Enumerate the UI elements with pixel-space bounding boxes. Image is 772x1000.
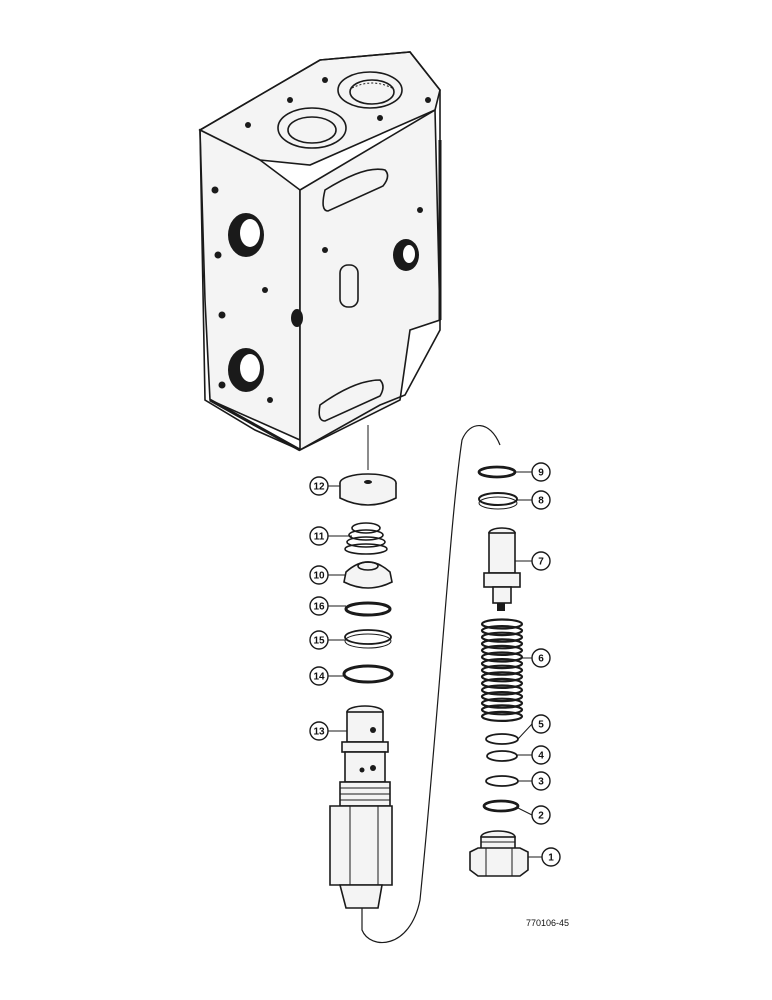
callout-number: 6	[538, 654, 544, 665]
callout-11: 11	[309, 526, 352, 546]
callout-circle	[309, 476, 329, 496]
callout-circle	[531, 805, 551, 825]
spring-coil	[480, 671, 524, 683]
callout-number: 9	[538, 468, 544, 479]
part-valve-sleeve	[329, 705, 393, 909]
spring-coil	[480, 657, 524, 670]
part-poppet	[343, 561, 393, 589]
spring-coil	[480, 618, 524, 630]
spring-coil	[480, 690, 524, 703]
callout-circle	[531, 551, 551, 571]
callout-3: 3	[518, 771, 551, 791]
callout-14: 14	[309, 666, 344, 686]
callout-number: 12	[313, 482, 325, 493]
callout-number: 13	[313, 727, 325, 738]
spring-coil	[480, 624, 524, 637]
callout-number: 1	[548, 853, 554, 864]
part-shim-upper	[485, 733, 519, 745]
callout-number: 8	[538, 496, 544, 507]
valve-section-housing	[198, 51, 442, 452]
spring-coil	[480, 631, 524, 643]
callout-circle	[531, 771, 551, 791]
callout-leader	[517, 807, 533, 816]
callout-circle	[531, 745, 551, 765]
spring-coil	[480, 704, 524, 716]
part-backup-ring	[344, 629, 392, 649]
callout-circle	[541, 847, 561, 867]
spring-coil	[480, 684, 524, 696]
part-shim-middle	[486, 750, 518, 762]
callout-leader	[517, 723, 533, 740]
callout-circle	[309, 565, 329, 585]
spring-coil	[480, 664, 524, 676]
callout-number: 14	[313, 672, 325, 683]
part-small-spring	[344, 522, 388, 555]
callout-circle	[309, 666, 329, 686]
callout-10: 10	[309, 565, 346, 585]
callout-15: 15	[309, 630, 345, 650]
callout-6: 6	[522, 648, 551, 668]
callout-number: 7	[538, 557, 544, 568]
callout-13: 13	[309, 721, 347, 741]
spring-coil	[480, 710, 524, 723]
spring-coil	[480, 677, 524, 690]
part-o-ring-upper	[344, 601, 392, 617]
part-o-ring-top-right	[477, 465, 517, 479]
part-o-ring-lower	[342, 664, 394, 684]
drawing-reference-number: 770106-45	[526, 918, 569, 928]
spring-coil	[480, 644, 524, 657]
part-cap	[339, 473, 397, 506]
callout-1: 1	[528, 847, 561, 867]
callout-number: 5	[538, 720, 544, 731]
callout-circle	[531, 462, 551, 482]
part-o-ring-bottom-right	[482, 799, 520, 813]
part-large-spring	[480, 618, 524, 723]
spring-coil	[480, 697, 524, 709]
callout-circle	[531, 490, 551, 510]
part-shim-lower	[485, 775, 519, 787]
callout-circle	[531, 714, 551, 734]
callout-number: 11	[314, 532, 325, 543]
spring-coil	[480, 651, 524, 663]
part-plunger	[483, 527, 521, 611]
callout-9: 9	[515, 462, 551, 482]
callout-2: 2	[517, 805, 551, 825]
callout-7: 7	[515, 551, 551, 571]
part-backup-ring-right	[478, 492, 518, 510]
callout-number: 16	[313, 602, 325, 613]
assembly-path-line	[361, 425, 501, 944]
callout-circle	[531, 648, 551, 668]
callout-16: 16	[309, 596, 346, 616]
callout-number: 10	[313, 571, 325, 582]
callout-circle	[309, 630, 329, 650]
spring-coil	[480, 638, 524, 650]
part-plug	[469, 830, 529, 877]
callout-5: 5	[517, 714, 551, 740]
callout-number: 2	[538, 811, 544, 822]
callout-4: 4	[517, 745, 551, 765]
callout-number: 3	[538, 777, 544, 788]
callout-number: 4	[538, 751, 544, 762]
callout-circle	[309, 721, 329, 741]
callout-number: 15	[313, 636, 325, 647]
callout-8: 8	[517, 490, 551, 510]
callout-circle	[309, 526, 329, 546]
callout-circle	[309, 596, 329, 616]
callout-12: 12	[309, 476, 340, 496]
